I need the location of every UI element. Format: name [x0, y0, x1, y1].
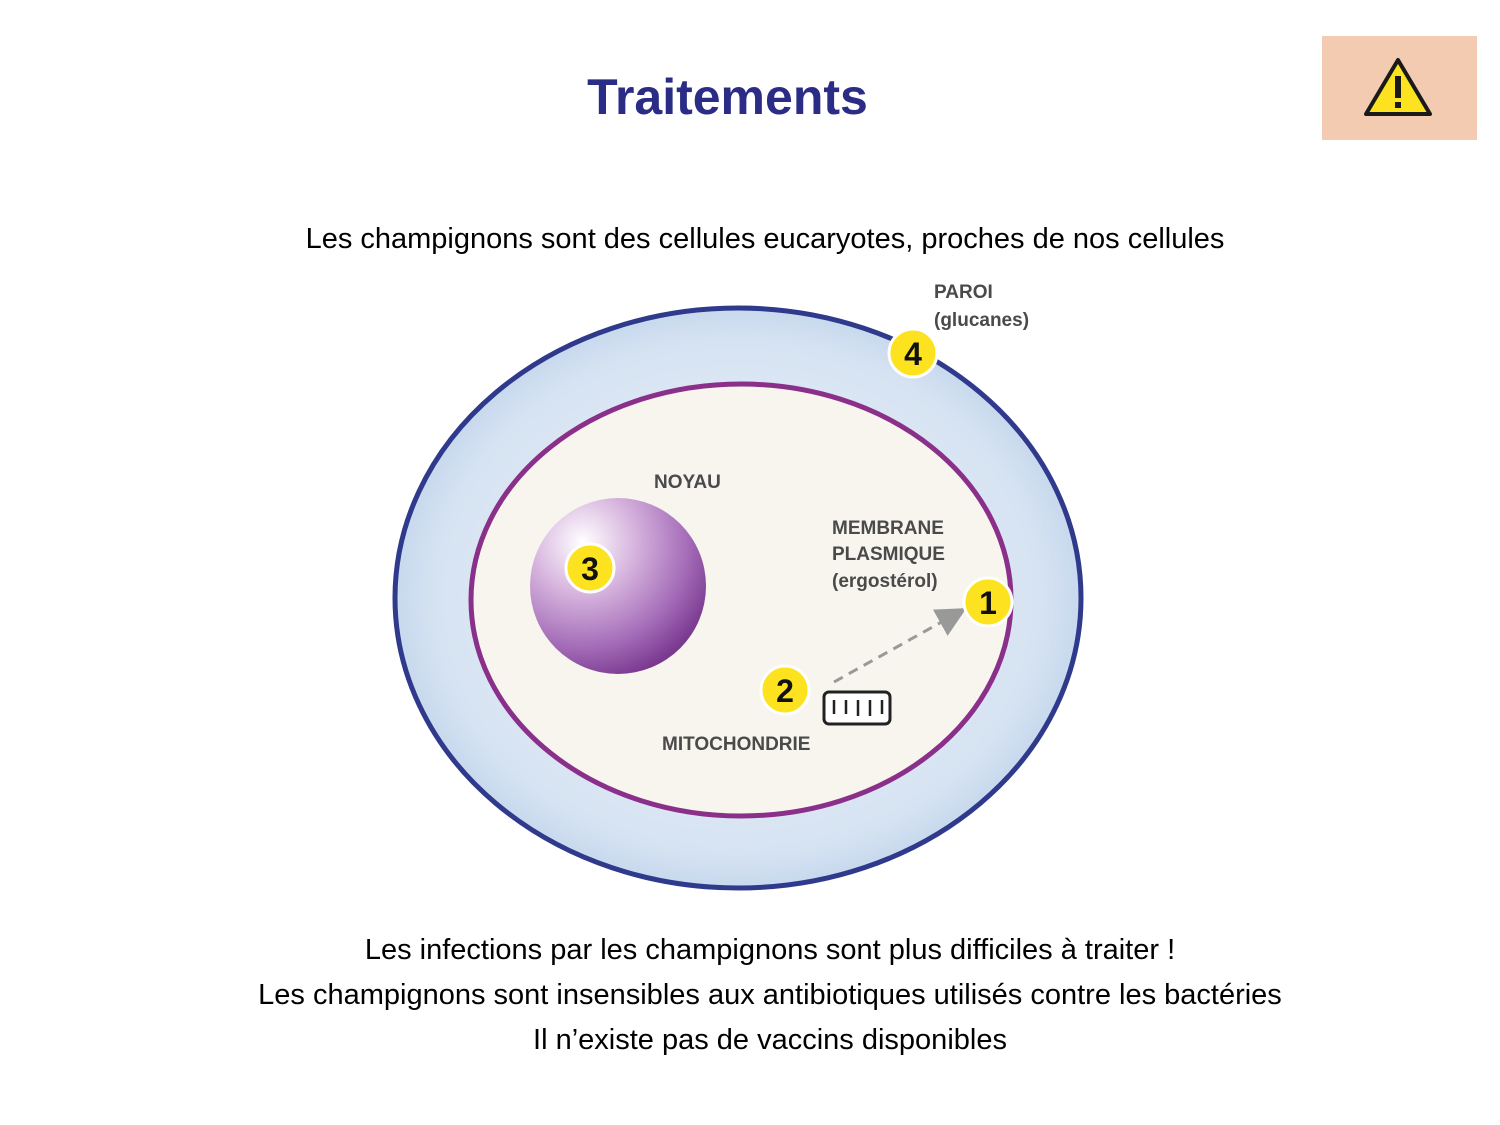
marker-2: 2 — [759, 664, 811, 716]
mitochondrie-label: MITOCHONDRIE — [662, 734, 810, 755]
bottom-line-3: Il n’existe pas de vaccins disponibles — [533, 1024, 1007, 1056]
page-title: Traitements — [587, 69, 868, 125]
warning-badge — [1322, 36, 1477, 140]
bottom-line-2: Les champignons sont insensibles aux ant… — [258, 979, 1282, 1011]
paroi-label: PAROI — [934, 282, 993, 303]
mitochondrion-icon — [822, 690, 892, 726]
marker-3: 3 — [564, 542, 616, 594]
marker-1-label: 1 — [979, 585, 997, 621]
marker-1: 1 — [962, 576, 1014, 628]
marker-4-label: 4 — [904, 336, 922, 372]
subtitle: Les champignons sont des cellules eucary… — [305, 223, 1225, 255]
membrane-label-2: PLASMIQUE — [832, 544, 945, 565]
marker-4: 4 — [887, 327, 939, 379]
transport-arrow — [833, 608, 967, 684]
nucleus — [530, 498, 706, 674]
noyau-label: NOYAU — [654, 472, 721, 493]
marker-3-label: 3 — [581, 551, 599, 587]
paroi-detail: (glucanes) — [934, 310, 1029, 331]
bottom-text: Les infections par les champignons sont … — [0, 928, 1500, 1063]
warning-triangle-icon — [1364, 58, 1432, 116]
marker-2-label: 2 — [776, 673, 794, 709]
membrane-label: MEMBRANE — [832, 518, 944, 539]
bottom-line-1: Les infections par les champignons sont … — [364, 934, 1176, 966]
membrane-detail: (ergostérol) — [832, 571, 938, 592]
